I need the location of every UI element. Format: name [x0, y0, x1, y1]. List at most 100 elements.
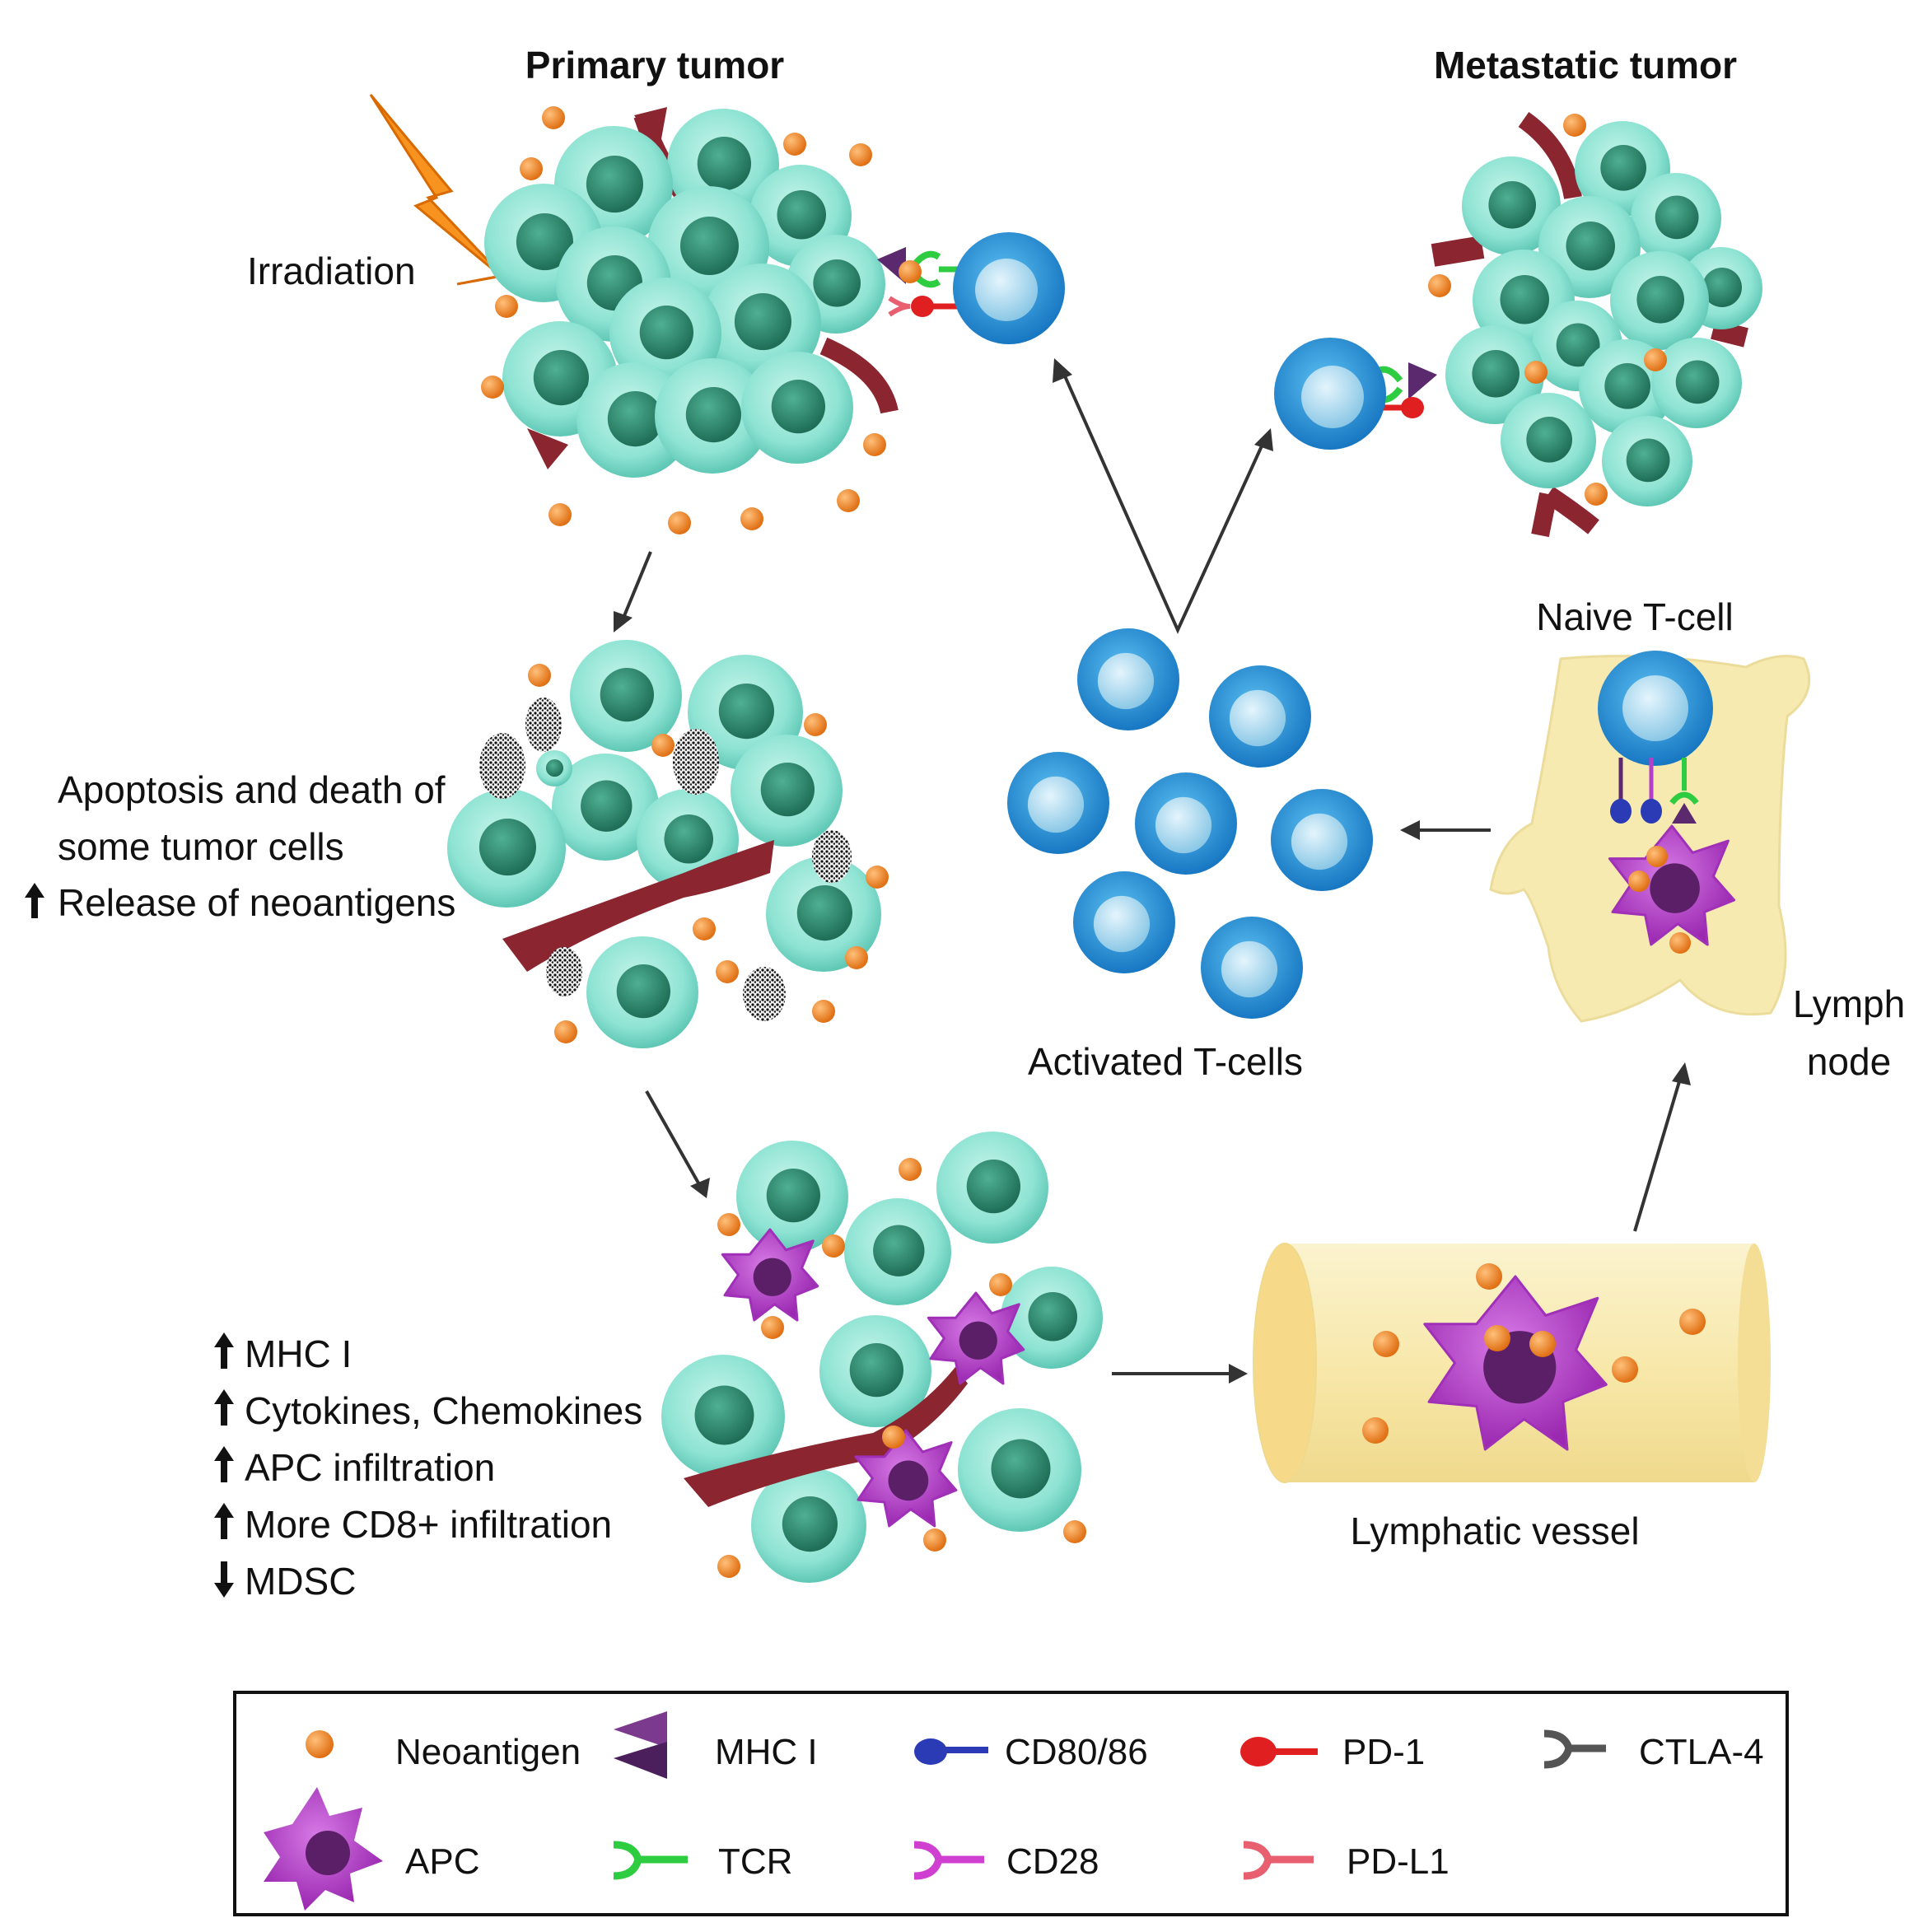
lymph-node — [1489, 655, 1811, 1023]
apc-icon — [264, 1787, 383, 1911]
neoantigen-dot — [804, 713, 827, 736]
neoantigen-dot — [761, 1316, 784, 1339]
legend-label-neoantigen: Neoantigen — [395, 1732, 581, 1772]
neoantigen-dot — [845, 946, 868, 969]
legend-label-tcr: TCR — [718, 1841, 792, 1882]
neoantigen-dot — [849, 143, 872, 166]
apoptosis-label-line2: some tumor cells — [58, 825, 344, 868]
effect-label: Cytokines, Chemokines — [245, 1389, 642, 1432]
neoantigen-dot — [717, 1555, 740, 1578]
neoantigen-dot — [899, 260, 922, 283]
effect-item: MHC I — [214, 1332, 352, 1375]
tumor-cell — [936, 1132, 1048, 1244]
arrow-up-icon — [25, 883, 44, 918]
tumor-cell — [447, 789, 566, 908]
neoantigen-dot — [899, 1158, 922, 1181]
neoantigen-dot — [740, 507, 763, 530]
neoantigen-dot — [520, 157, 543, 180]
neoantigen-dot — [1476, 1263, 1502, 1290]
arrow-primary-to-apoptosis — [620, 551, 652, 623]
tumor-cell — [655, 358, 770, 474]
neoantigen-dot — [1524, 361, 1548, 384]
tumor-cell — [1602, 416, 1692, 506]
effect-item: Cytokines, Chemokines — [214, 1389, 642, 1432]
neoantigen-dot — [866, 866, 889, 889]
neoantigen-dot — [923, 1528, 946, 1552]
tumor-cell — [661, 1355, 785, 1478]
legend-label-apc: APC — [405, 1841, 479, 1882]
neoantigen-dot — [1563, 114, 1586, 137]
neoantigen-dot — [651, 734, 675, 757]
neoantigen-dot — [668, 511, 691, 534]
arrow-apoptosis-to-inflamed — [645, 1090, 702, 1187]
neoantigen-dot — [716, 960, 739, 983]
activated-tcells-label: Activated T-cells — [1028, 1040, 1303, 1083]
irradiation-label: Irradiation — [247, 250, 416, 292]
cd80-icon — [914, 1738, 988, 1765]
naive-tcell-label: Naive T-cell — [1536, 595, 1733, 638]
lymphatic-vessel — [1253, 1243, 1771, 1483]
tumor-cell — [1651, 338, 1742, 428]
neoantigen-dot — [1428, 274, 1451, 297]
activated-tcell — [1073, 871, 1175, 973]
tumor-cell — [751, 1468, 866, 1583]
tumor-cell — [819, 1315, 931, 1427]
release-label: Release of neoantigens — [58, 881, 455, 924]
tumor-cell — [1445, 325, 1544, 424]
tumor-cell — [766, 856, 881, 972]
neoantigen-dot — [528, 664, 551, 687]
neoantigen-dot — [481, 376, 504, 399]
neoantigen-icon — [306, 1730, 334, 1758]
tumor-cell — [731, 735, 843, 847]
tumor-cell — [586, 936, 698, 1048]
activated-tcell — [1007, 752, 1109, 854]
mhc-icon — [614, 1711, 667, 1779]
lymph-node-label-line2: node — [1807, 1040, 1891, 1083]
tumor-cell — [570, 640, 682, 752]
activated-tcells-group — [1007, 628, 1373, 1019]
tumor-cell — [1631, 173, 1721, 264]
tumor-cell — [1610, 251, 1709, 350]
tcr-icon — [613, 1841, 688, 1880]
activated-tcell — [1201, 917, 1303, 1019]
effect-label: MDSC — [245, 1560, 356, 1603]
metastatic-tumor-title: Metastatic tumor — [1434, 44, 1737, 86]
neoantigen-dot — [1585, 483, 1608, 506]
neoantigen-dot — [549, 503, 572, 526]
neoantigen-dot — [812, 1000, 835, 1023]
effect-item: APC infiltration — [214, 1446, 495, 1489]
apoptosis-label-line1: Apoptosis and death of — [58, 768, 446, 811]
legend-label-cd80: CD80/86 — [1005, 1732, 1148, 1772]
apc-cell — [854, 1429, 958, 1528]
legend-label-pdl1: PD-L1 — [1347, 1841, 1450, 1882]
arrow-vessel-to-node — [1633, 1078, 1682, 1232]
tumor-cell — [1001, 1267, 1103, 1369]
pdl1-icon — [1243, 1841, 1314, 1880]
neoantigen-dot — [1628, 870, 1650, 892]
tumor-cell — [1501, 393, 1596, 488]
neoantigen-dot — [1063, 1520, 1086, 1543]
tumor-cell — [552, 754, 659, 861]
neoantigen-dot — [822, 1234, 845, 1258]
apc-cell — [721, 1228, 819, 1322]
legend-label-pd1: PD-1 — [1342, 1732, 1425, 1772]
activated-tcell — [1271, 789, 1373, 891]
legend-box — [233, 1691, 1789, 1916]
legend-label-ctla4: CTLA-4 — [1639, 1732, 1764, 1772]
legend-label-cd28: CD28 — [1006, 1841, 1099, 1882]
neoantigen-dot — [1644, 348, 1667, 371]
effect-item: MDSC — [214, 1560, 356, 1603]
tumor-cell — [609, 278, 721, 390]
activated-tcell — [1135, 772, 1237, 875]
tumor-cell — [958, 1408, 1081, 1532]
legend: Neoantigen MHC I CD80/86 PD-1 CTLA-4 APC… — [233, 1691, 1789, 1916]
flow-arrows — [614, 358, 1691, 1384]
apc-cell — [1608, 824, 1736, 946]
tcell-primary — [953, 232, 1065, 344]
naive-synapse — [1610, 758, 1699, 824]
tumor-cell — [736, 1141, 848, 1253]
tumor-cell — [844, 1198, 951, 1305]
neoantigen-dot — [783, 133, 806, 156]
